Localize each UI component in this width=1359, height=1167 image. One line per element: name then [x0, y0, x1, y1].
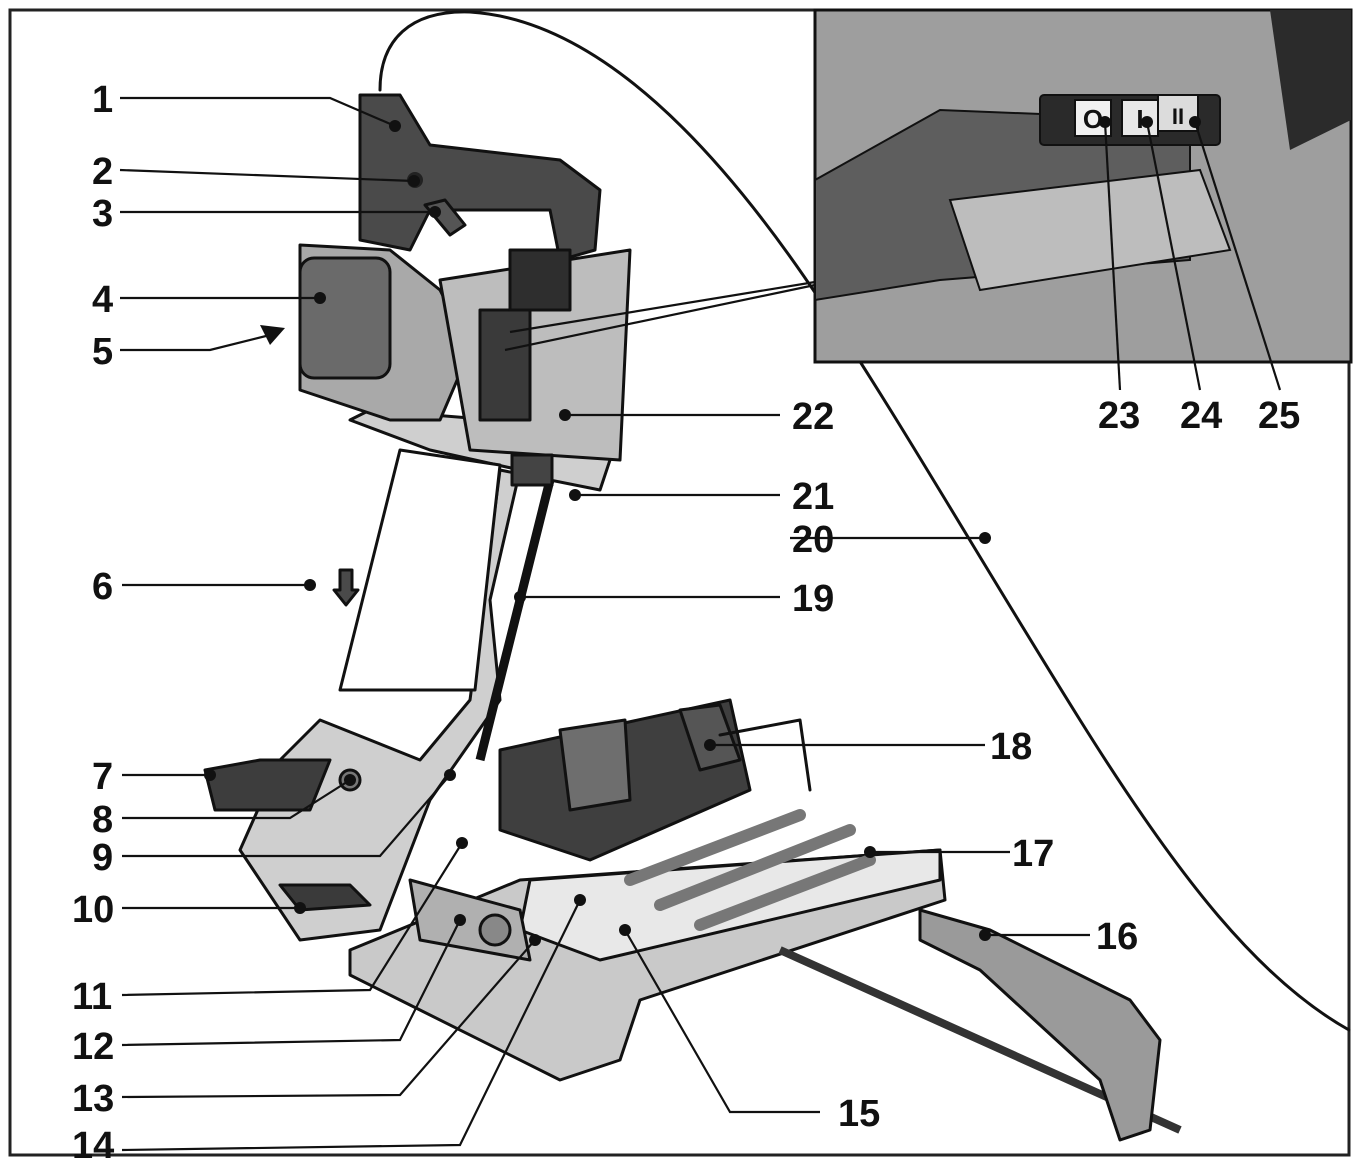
callout-7: 7 — [92, 756, 113, 798]
inset-switch-on-symbol: I — [1136, 104, 1143, 134]
callout-13: 13 — [72, 1078, 114, 1120]
callout-9: 9 — [92, 837, 113, 879]
inset-switch-speed-symbol: II — [1172, 104, 1184, 129]
callout-25: 25 — [1258, 395, 1300, 437]
callout-21: 21 — [792, 476, 834, 518]
callout-20: 20 — [792, 519, 834, 561]
callout-12: 12 — [72, 1026, 114, 1068]
callout-14: 14 — [72, 1125, 114, 1162]
vise-handle — [718, 718, 812, 792]
callout-leaders — [119, 96, 1282, 1152]
callout-8: 8 — [92, 799, 113, 841]
callout-2: 2 — [92, 151, 113, 193]
grip — [203, 758, 332, 812]
callout-22: 22 — [792, 396, 834, 438]
vise-jaw — [558, 718, 632, 812]
frame-opening — [338, 448, 502, 692]
callout-18: 18 — [990, 726, 1032, 768]
callout-24: 24 — [1180, 395, 1222, 437]
callout-16: 16 — [1096, 916, 1138, 958]
motor-cover — [298, 256, 392, 380]
callout-5: 5 — [92, 331, 113, 373]
saw-blade — [475, 478, 555, 762]
callout-1: 1 — [92, 79, 113, 121]
blade-guide-upper — [510, 453, 554, 487]
callout-15: 15 — [838, 1093, 880, 1135]
handle — [358, 93, 602, 262]
clamp-nut — [478, 913, 512, 947]
callout-10: 10 — [72, 889, 114, 931]
figure-frame — [8, 8, 1351, 1157]
inset-switch-off-symbol: O — [1083, 104, 1103, 134]
callout-4: 4 — [92, 279, 113, 321]
switch-inset: O I II — [813, 8, 1353, 364]
callout-23: 23 — [1098, 395, 1140, 437]
table-slots — [624, 809, 876, 931]
switch-panel — [478, 308, 532, 422]
callout-6: 6 — [92, 566, 113, 608]
switch-cover — [508, 248, 572, 312]
callout-17: 17 — [1012, 833, 1054, 875]
vise-screw-block — [678, 703, 742, 772]
direction-arrow — [332, 568, 360, 607]
support-bracket — [918, 908, 1162, 1142]
callout-11: 11 — [72, 976, 112, 1018]
callout-3: 3 — [92, 193, 113, 235]
callout-19: 19 — [792, 578, 834, 620]
